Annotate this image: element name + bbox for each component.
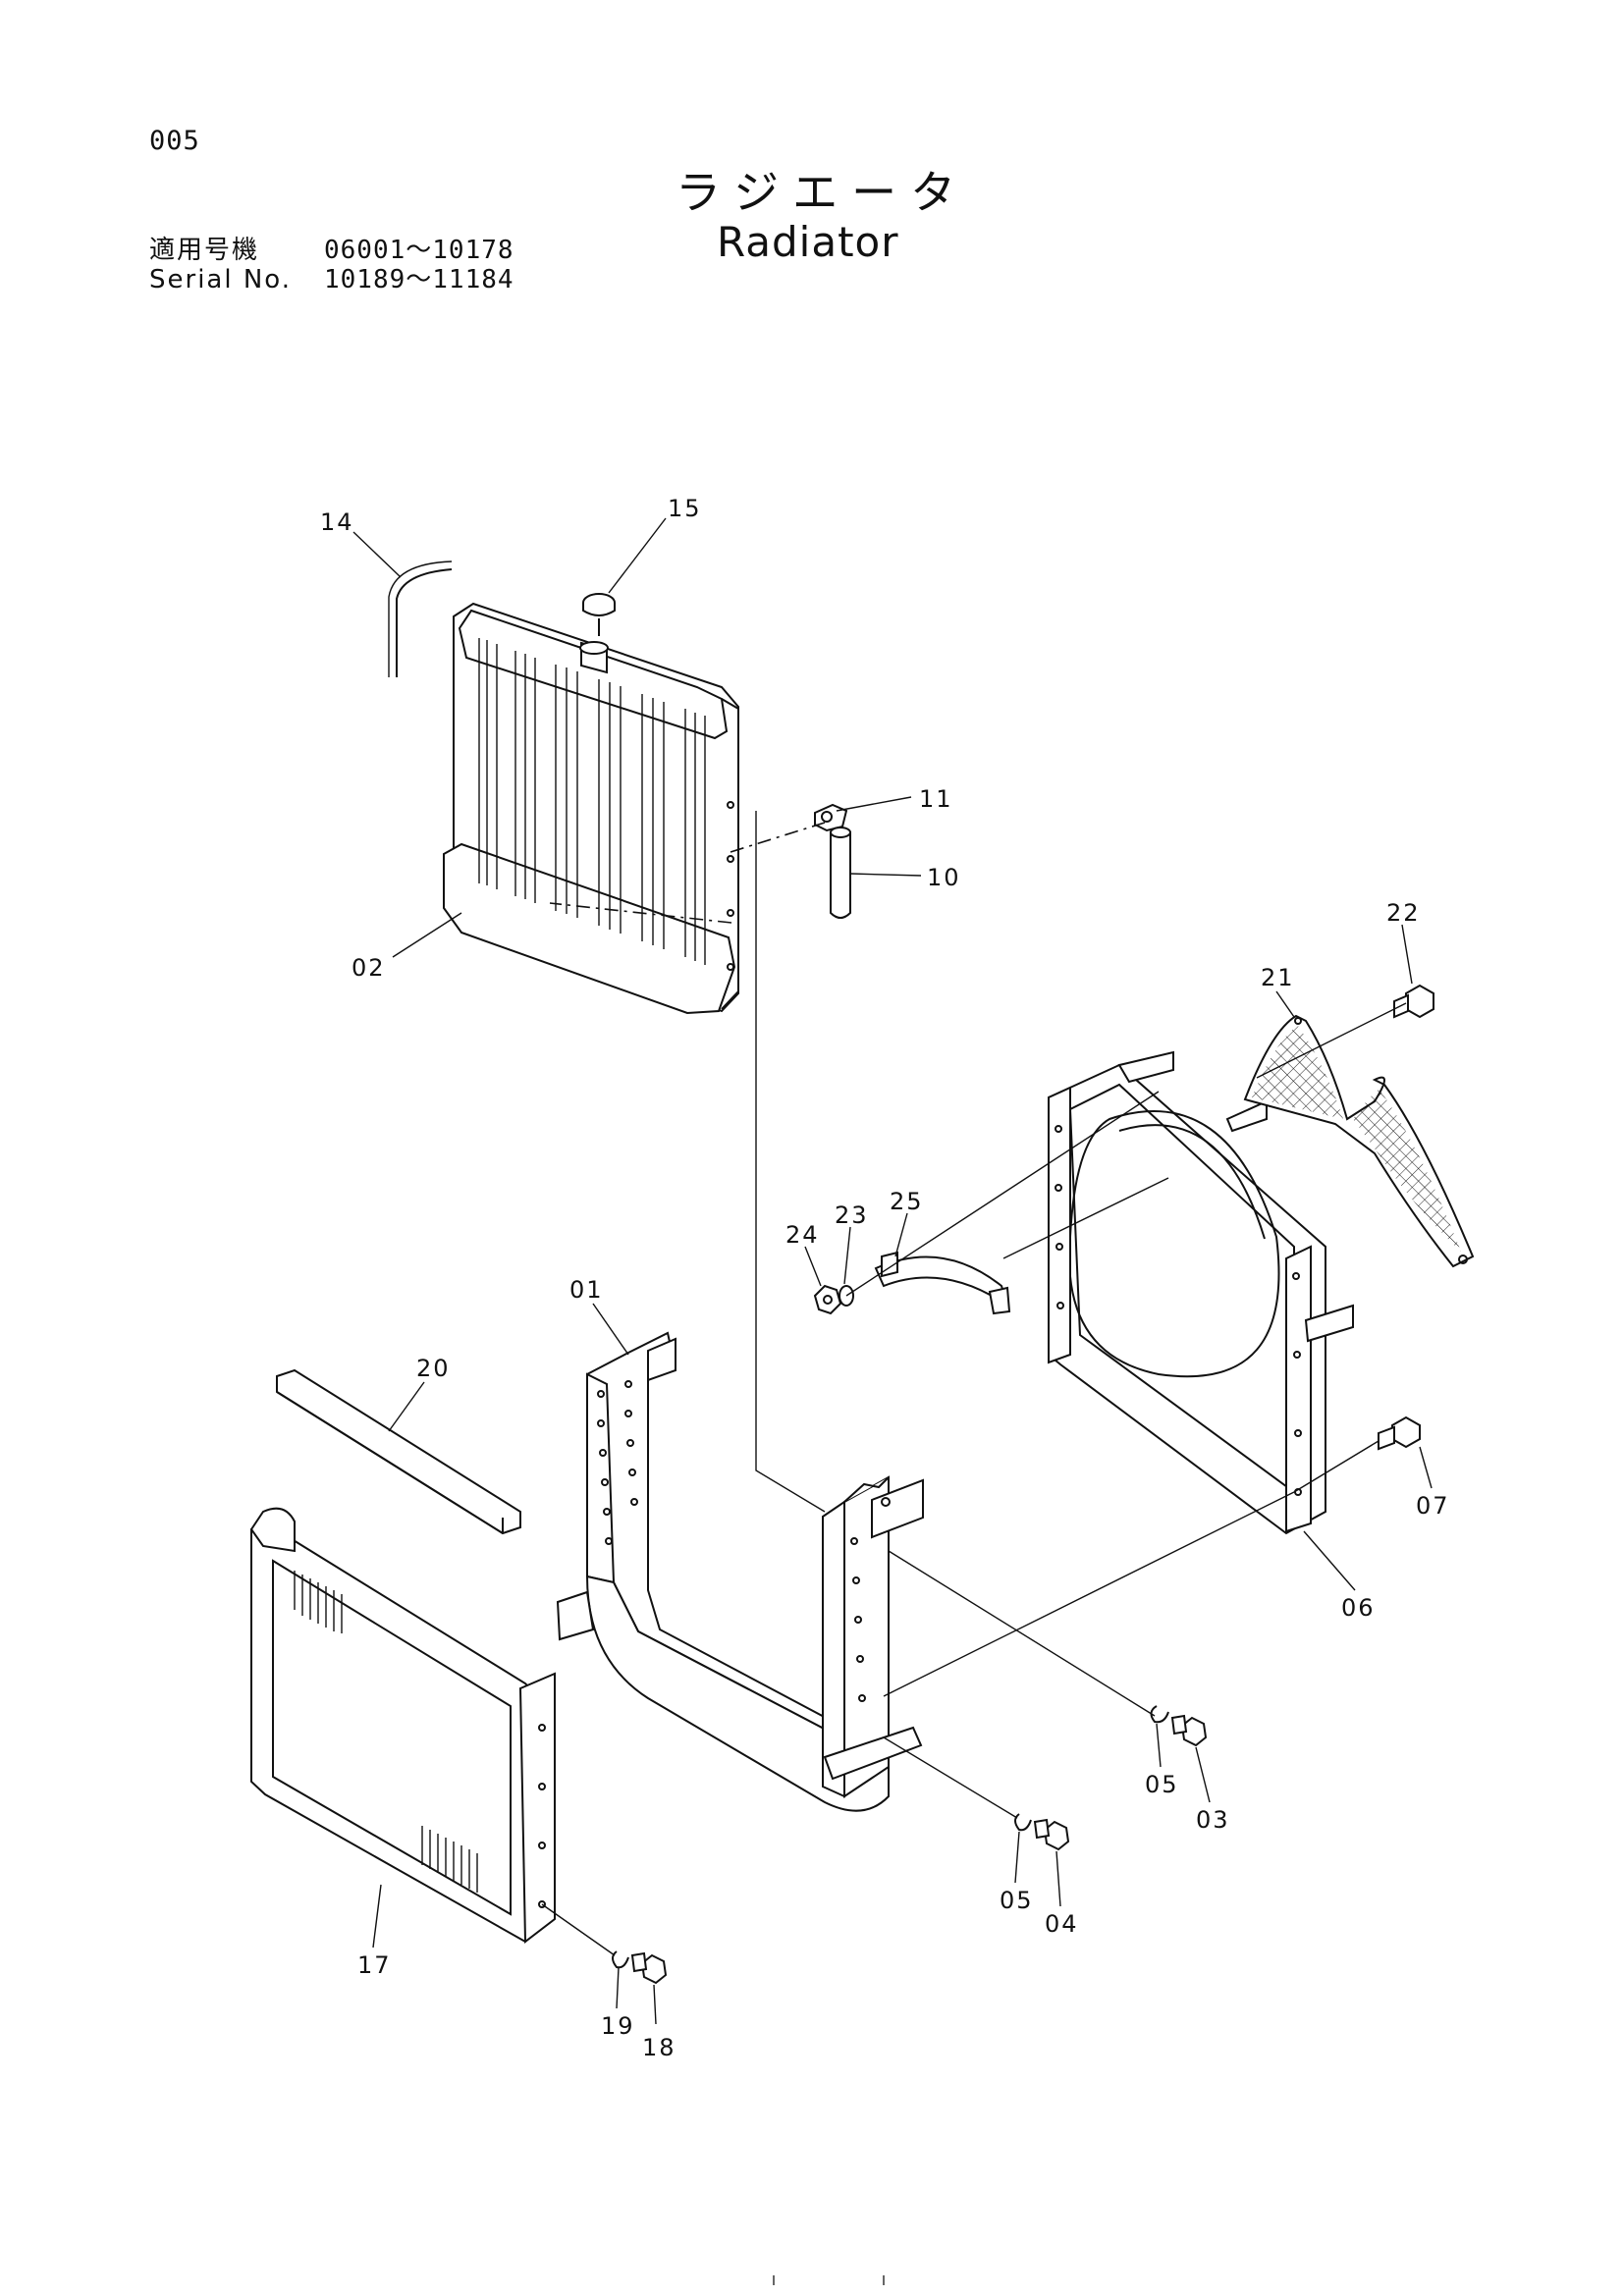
- callout-21: 21: [1261, 964, 1295, 991]
- part-overflow-hose: [388, 561, 453, 677]
- part-bolt-07: [1378, 1415, 1421, 1451]
- callout-05-upper: 05: [1145, 1771, 1179, 1798]
- callout-03: 03: [1196, 1806, 1230, 1834]
- part-oil-cooler: [249, 1507, 556, 1944]
- callout-23: 23: [835, 1201, 869, 1229]
- callout-15: 15: [668, 495, 702, 522]
- callout-10: 10: [927, 864, 961, 891]
- part-bolt-18: [630, 1951, 668, 1985]
- part-fan-shroud: [1048, 1050, 1354, 1535]
- serial-row: Serial No. 10189～11184: [149, 265, 514, 294]
- callout-05-lower: 05: [1000, 1887, 1034, 1914]
- callout-11: 11: [919, 785, 953, 813]
- title-japanese: ラジエータ: [676, 166, 970, 219]
- serial-row: 適用号機 06001～10178: [149, 236, 514, 265]
- callout-06: 06: [1341, 1594, 1376, 1622]
- callout-07: 07: [1416, 1492, 1450, 1520]
- callout-18: 18: [642, 2034, 676, 2061]
- part-nut-24: [813, 1284, 842, 1315]
- callout-24: 24: [785, 1221, 820, 1249]
- part-radiator-cap: [582, 593, 616, 636]
- part-bolt-03: [1170, 1714, 1208, 1747]
- callout-22: 22: [1386, 899, 1421, 927]
- callout-labels: 14 15 11 10 02 22 21 25 23 24 01 20 07 0…: [320, 495, 1450, 2061]
- part-drain-pipe: [830, 827, 851, 919]
- serial-info: 適用号機 06001～10178 Serial No. 10189～11184: [149, 236, 514, 294]
- callout-20: 20: [416, 1355, 451, 1382]
- callout-17: 17: [357, 1951, 392, 1979]
- page-number: 005: [149, 126, 200, 156]
- part-washer-05-lower: [1014, 1813, 1032, 1832]
- part-support-bracket: [556, 1331, 924, 1812]
- callout-02: 02: [352, 954, 386, 982]
- part-fan-guard: [1243, 1014, 1475, 1268]
- serial-range: 10189～11184: [324, 265, 514, 294]
- assembly-lines: [541, 811, 1407, 1956]
- part-drain-elbow: [814, 803, 848, 832]
- part-radiator-core: [443, 602, 739, 1015]
- scan-edge-marks: [773, 2275, 885, 2285]
- part-bolt-22: [1393, 984, 1434, 1019]
- part-washer-19: [612, 1950, 629, 1969]
- title-english: Radiator: [717, 218, 899, 266]
- part-clamp: [874, 1251, 1011, 1315]
- callout-04: 04: [1045, 1910, 1079, 1938]
- serial-label: 適用号機: [149, 236, 260, 265]
- part-bolt-04: [1033, 1818, 1070, 1851]
- callout-14: 14: [320, 508, 354, 536]
- callout-19: 19: [601, 2012, 635, 2040]
- serial-label: Serial No.: [149, 265, 292, 294]
- part-seal-strip: [276, 1368, 521, 1535]
- part-washer-05-upper: [1150, 1705, 1169, 1724]
- serial-range: 06001～10178: [324, 236, 514, 265]
- callout-01: 01: [569, 1276, 604, 1304]
- callout-25: 25: [890, 1188, 924, 1215]
- leader-lines: [352, 517, 1433, 2025]
